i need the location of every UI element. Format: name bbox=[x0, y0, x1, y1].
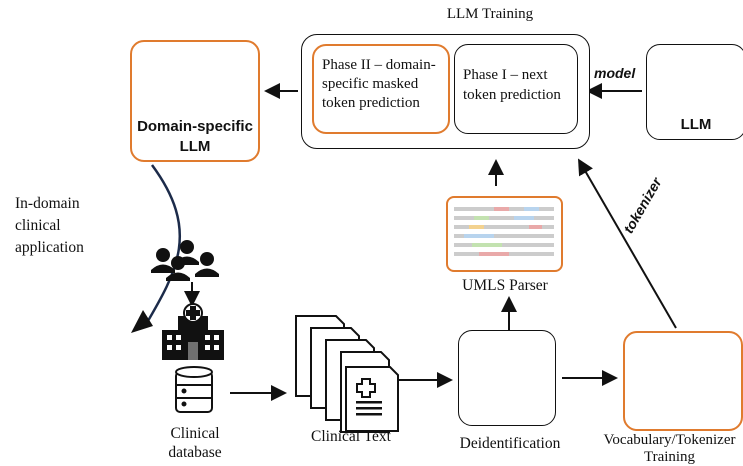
clinical-text-label: Clinical Text bbox=[311, 428, 391, 445]
llm-label: LLM bbox=[680, 116, 712, 133]
llm-box bbox=[646, 44, 743, 140]
people-icon bbox=[151, 240, 219, 281]
arrow-in-domain-application bbox=[143, 164, 182, 327]
phase-2-label: Phase II – domain-specific masked token … bbox=[322, 57, 436, 111]
model-label: model bbox=[594, 65, 636, 81]
medical-document-icon bbox=[356, 378, 382, 416]
in-domain-label: In-domain clinical application bbox=[15, 195, 84, 256]
arrow-in-domain-head bbox=[131, 310, 153, 333]
phase-1-box: Phase I – next token prediction bbox=[454, 44, 578, 134]
umls-parsed-text-preview bbox=[454, 205, 554, 263]
vocab-label: Vocabulary/Tokenizer Training bbox=[603, 432, 736, 465]
vocab-box bbox=[623, 331, 743, 431]
training-title: LLM Training bbox=[446, 6, 534, 22]
database-icon bbox=[175, 366, 213, 413]
phase-2-box: Phase II – domain-specific masked token … bbox=[312, 44, 450, 134]
clinical-database-label: Clinical database bbox=[168, 425, 222, 461]
deidentification-box bbox=[458, 330, 556, 426]
hospital-icon bbox=[162, 303, 224, 360]
deidentification-label: Deidentification bbox=[459, 435, 561, 452]
phase-1-label: Phase I – next token prediction bbox=[463, 67, 561, 103]
domain-llm-label: Domain-specific LLM bbox=[137, 118, 253, 155]
domain-llm-box bbox=[130, 40, 260, 162]
arrow-tokenizer bbox=[577, 158, 677, 329]
document-stack-icon bbox=[295, 315, 399, 433]
umls-parser-label: UMLS Parser bbox=[462, 277, 548, 294]
